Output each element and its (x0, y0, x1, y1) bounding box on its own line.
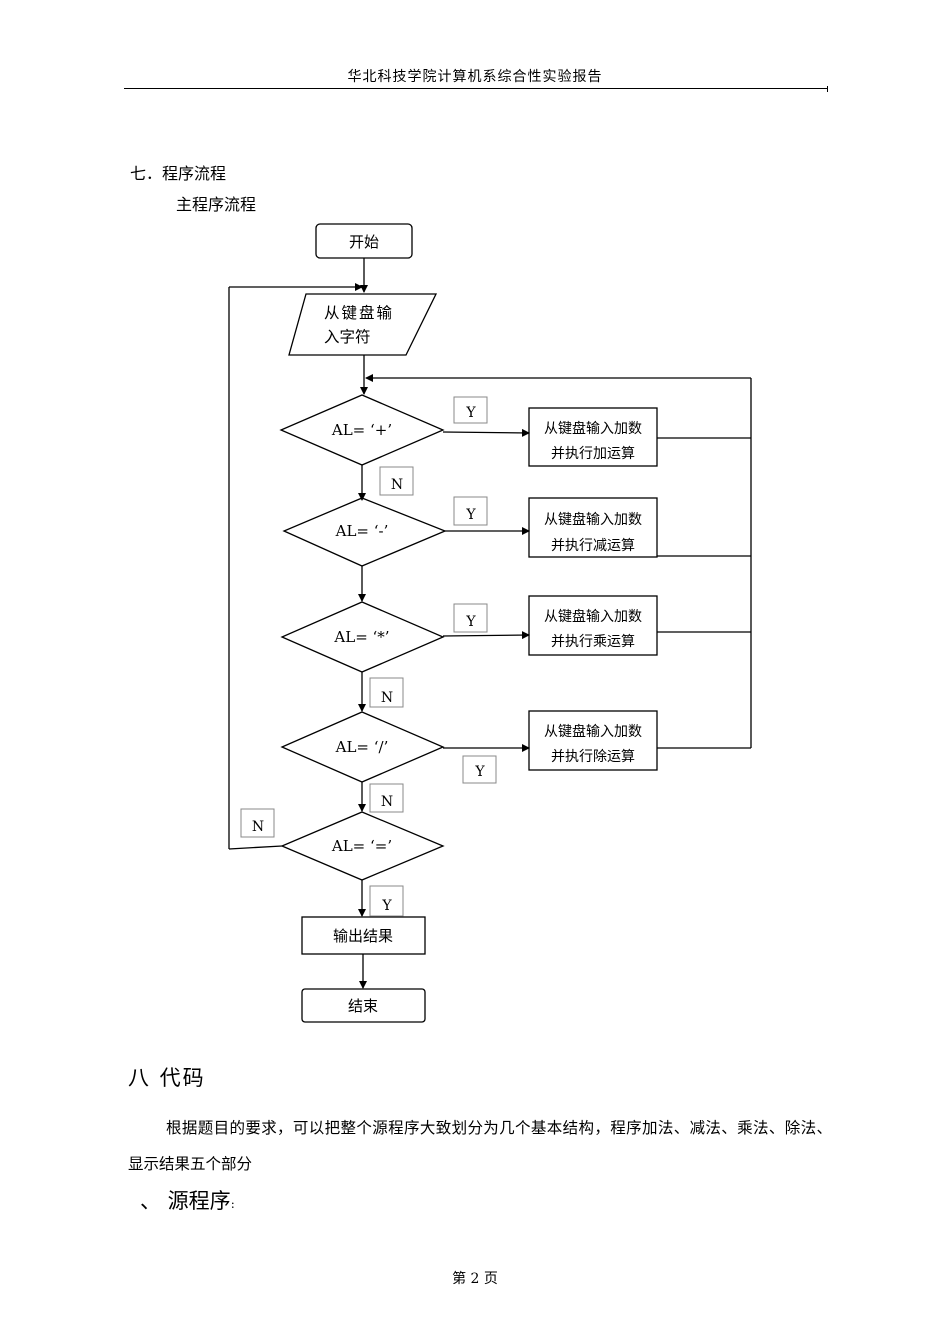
process-subtract-line2: 并执行减运算 (551, 538, 635, 554)
process-divide-line2: 并执行除运算 (551, 749, 635, 765)
yes-label: Y (381, 898, 392, 914)
input-label-line1: 从键盘输 (324, 303, 394, 322)
header-rule (124, 88, 828, 89)
section-8-paragraph: 根据题目的要求，可以把整个源程序大致划分为几个基本结构，程序加法、减法、乘法、除… (128, 1119, 832, 1173)
process-add-line1: 从键盘输入加数 (544, 420, 642, 437)
process-divide-line1: 从键盘输入加数 (544, 723, 642, 740)
decision-divide-label: AL= ‘/’ (335, 738, 389, 756)
header-rule-tick (827, 86, 828, 92)
process-divide (528, 710, 658, 771)
decision-minus-label: AL= ‘-’ (335, 522, 389, 540)
yes-label: Y (474, 764, 485, 780)
process-multiply-line2: 并执行乘运算 (551, 634, 635, 650)
end-terminal (301, 988, 426, 1023)
yes-label: Y (465, 507, 476, 523)
process-subtract-line1: 从键盘输入加数 (544, 511, 642, 528)
input-label-line2: 入字符 (324, 328, 371, 346)
process-subtract (528, 497, 658, 558)
source-code-heading-mark: : (230, 1197, 235, 1211)
no-label: N (252, 819, 264, 835)
process-multiply (528, 595, 658, 656)
no-label: N (381, 690, 393, 706)
page-number: 第 2 页 (452, 1271, 498, 1287)
source-code-heading-text: 、 源程序 (140, 1189, 231, 1213)
start-label: 开始 (349, 233, 379, 251)
no-label: N (391, 477, 403, 493)
yes-label: Y (465, 614, 476, 630)
no-label: N (381, 794, 393, 810)
section-7-heading: 七．程序流程 (130, 164, 227, 183)
process-multiply-line1: 从键盘输入加数 (544, 608, 642, 625)
process-add-line2: 并执行加运算 (551, 446, 635, 462)
output-label: 输出结果 (333, 927, 393, 945)
source-code-heading: 、 源程序: (140, 1185, 235, 1215)
decision-equals-label: AL= ‘=’ (331, 837, 392, 855)
process-add (528, 407, 658, 467)
page-header: 华北科技学院计算机系综合性实验报告 (347, 69, 603, 85)
input-parallelogram (288, 293, 438, 356)
decision-plus-label: AL= ‘+’ (331, 421, 392, 439)
section-7-subheading: 主程序流程 (176, 195, 257, 214)
decision-multiply-label: AL= ‘*’ (333, 628, 389, 646)
section-8-heading: 八 代码 (128, 1066, 206, 1090)
end-label: 结束 (348, 997, 378, 1015)
yes-label: Y (465, 405, 476, 421)
